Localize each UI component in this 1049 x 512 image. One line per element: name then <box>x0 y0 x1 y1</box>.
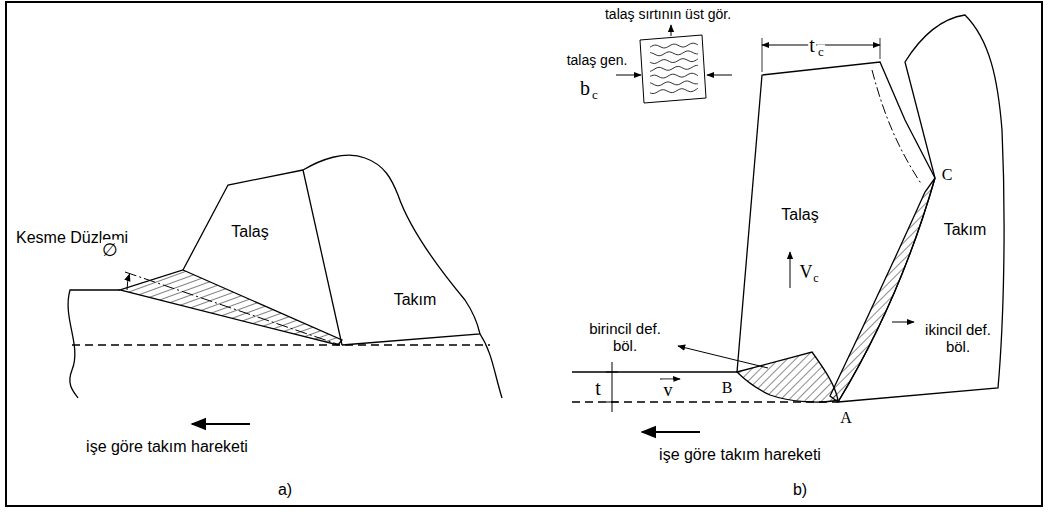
chip-texture-stroke <box>650 65 698 71</box>
chip-texture <box>650 43 698 93</box>
view-arrow <box>671 25 672 36</box>
part-label: Takım <box>943 221 988 239</box>
chip-texture-stroke <box>650 81 698 86</box>
frame <box>6 2 1042 506</box>
extension-line <box>880 38 881 59</box>
uncut-surface <box>572 371 737 372</box>
symbol-label: V <box>799 262 814 283</box>
tool-outline <box>303 155 480 345</box>
leader-line <box>678 346 768 368</box>
leader-line <box>892 322 914 323</box>
primary-deformation-zone <box>737 352 838 402</box>
cut-depth-line <box>72 344 490 345</box>
shear-plane-line <box>125 272 340 345</box>
point-label: B <box>721 379 734 397</box>
subscript-label: c <box>817 45 825 60</box>
secondary-deformation-zone <box>830 178 935 402</box>
motion-label: işe göre takım hareketi <box>85 438 249 456</box>
view-label: talaş sırtının üst gör. <box>604 6 732 22</box>
chip-velocity-vector <box>790 252 791 288</box>
zone-label: ikincil def. böl. <box>917 321 999 356</box>
extension-line <box>762 38 763 72</box>
chip-centre-line <box>872 70 922 185</box>
chip-texture-stroke <box>650 43 698 48</box>
chip-texture-stroke <box>650 88 698 93</box>
point-label: A <box>839 409 853 427</box>
part-label: Talaş <box>230 223 269 241</box>
angle-symbol: ∅ <box>101 240 119 261</box>
depth-dimension <box>612 362 613 412</box>
panel-label: a) <box>277 481 293 499</box>
dimension-label: talaş gen. <box>566 52 629 68</box>
symbol-label: b <box>579 77 591 100</box>
width-arrow <box>616 75 641 76</box>
chip-outline <box>183 170 303 270</box>
zone-label: birincil def. böl. <box>579 320 671 355</box>
motion-arrow <box>192 423 250 425</box>
width-arrow <box>707 75 732 76</box>
chip-outline <box>737 62 935 372</box>
shear-zone <box>120 270 342 345</box>
panel-label: b) <box>792 481 808 499</box>
shear-angle-arc <box>127 274 130 290</box>
subscript-label: c <box>812 272 819 286</box>
panel-a-drawing <box>68 155 502 424</box>
point-label: C <box>941 166 954 184</box>
dimension-tick <box>606 402 618 403</box>
workpiece-outline <box>480 334 502 398</box>
workpiece-outline <box>68 290 120 398</box>
chip-texture-stroke <box>650 73 698 78</box>
dimension-tick <box>606 372 618 373</box>
motion-arrow <box>642 431 700 433</box>
part-label: Takım <box>393 291 438 309</box>
symbol-label: t <box>594 377 602 400</box>
motion-label: işe göre takım hareketi <box>658 446 822 464</box>
chip-texture-stroke <box>650 59 698 64</box>
chip-texture-stroke <box>650 51 698 56</box>
part-label: Talaş <box>780 206 819 224</box>
chip-top-view <box>640 35 706 103</box>
subscript-label: c <box>591 88 599 103</box>
panel-b-drawing <box>572 15 1004 432</box>
symbol-label: t <box>808 34 816 57</box>
symbol-label: v <box>663 380 674 401</box>
